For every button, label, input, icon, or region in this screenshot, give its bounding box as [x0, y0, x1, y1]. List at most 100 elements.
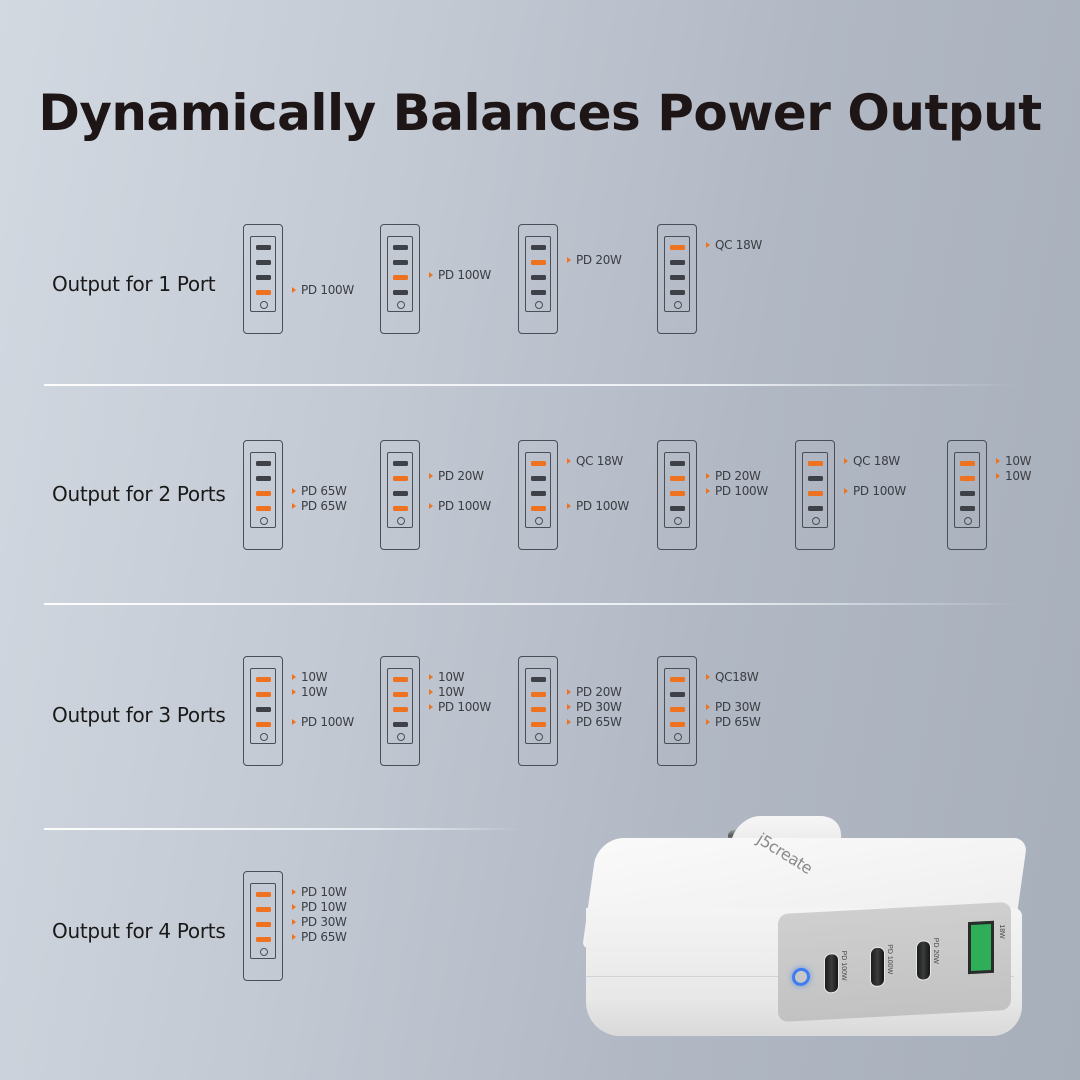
arrow-right-icon: [292, 503, 296, 509]
arrow-right-icon: [292, 719, 296, 725]
row-divider: [44, 384, 1020, 386]
active-port-icon: [808, 461, 823, 466]
arrow-right-icon: [429, 704, 433, 710]
port-output-value: PD 20W: [715, 469, 761, 483]
port-panel: [525, 668, 551, 744]
arrow-right-icon: [292, 904, 296, 910]
port-output-value: 10W: [438, 670, 465, 684]
active-port-icon: [256, 937, 271, 942]
port-output-value: 10W: [301, 685, 328, 699]
arrow-right-icon: [292, 287, 296, 293]
port-output-label: PD 65W: [706, 715, 761, 729]
led-indicator-icon: [535, 301, 543, 309]
row-divider: [44, 603, 1020, 605]
inactive-port-icon: [960, 506, 975, 511]
arrow-right-icon: [844, 458, 848, 464]
led-indicator-icon: [674, 733, 682, 741]
active-port-icon: [393, 692, 408, 697]
port-output-value: 10W: [1005, 454, 1032, 468]
port-output-value: PD 100W: [438, 700, 491, 714]
active-port-icon: [393, 275, 408, 280]
port-output-value: PD 65W: [576, 715, 622, 729]
port-label-2: PD 100W: [886, 944, 893, 975]
charger-port-diagram-icon: [243, 656, 283, 766]
port-output-label: 10W: [429, 685, 465, 699]
charger-port-diagram-icon: [947, 440, 987, 550]
port-panel: [250, 236, 276, 312]
arrow-right-icon: [706, 473, 710, 479]
active-port-icon: [670, 245, 685, 250]
arrow-right-icon: [429, 272, 433, 278]
arrow-right-icon: [706, 704, 710, 710]
port-panel: [525, 236, 551, 312]
led-indicator-icon: [674, 517, 682, 525]
active-port-icon: [531, 707, 546, 712]
inactive-port-icon: [960, 491, 975, 496]
usb-c-port-2: [870, 946, 885, 988]
port-output-label: QC 18W: [844, 454, 900, 468]
active-port-icon: [256, 907, 271, 912]
port-output-value: 10W: [438, 685, 465, 699]
charger-product-image: j5create PD 100W PD 100W PD 20W 18W: [578, 808, 1028, 1070]
active-port-icon: [531, 260, 546, 265]
led-indicator-icon: [397, 517, 405, 525]
port-output-label: PD 30W: [567, 700, 622, 714]
arrow-right-icon: [292, 919, 296, 925]
inactive-port-icon: [808, 476, 823, 481]
inactive-port-icon: [670, 290, 685, 295]
port-output-value: PD 100W: [715, 484, 768, 498]
active-port-icon: [393, 506, 408, 511]
arrow-right-icon: [706, 242, 710, 248]
active-port-icon: [960, 476, 975, 481]
usb-c-port-3: [916, 940, 931, 981]
inactive-port-icon: [256, 275, 271, 280]
arrow-right-icon: [292, 934, 296, 940]
active-port-icon: [531, 692, 546, 697]
arrow-right-icon: [429, 503, 433, 509]
led-indicator-icon: [260, 733, 268, 741]
port-output-label: PD 65W: [292, 484, 347, 498]
inactive-port-icon: [531, 677, 546, 682]
usb-c-port-1: [824, 952, 839, 994]
port-output-label: QC 18W: [706, 238, 762, 252]
row-divider: [44, 828, 520, 830]
port-output-label: PD 30W: [706, 700, 761, 714]
arrow-right-icon: [429, 674, 433, 680]
charger-port-diagram-icon: [243, 871, 283, 981]
port-output-value: 10W: [301, 670, 328, 684]
active-port-icon: [531, 461, 546, 466]
port-panel: [802, 452, 828, 528]
port-panel: [250, 452, 276, 528]
port-output-label: PD 100W: [844, 484, 906, 498]
active-port-icon: [256, 922, 271, 927]
charger-port-diagram-icon: [243, 440, 283, 550]
port-output-value: PD 100W: [301, 283, 354, 297]
port-output-label: PD 65W: [292, 930, 347, 944]
led-indicator-icon: [964, 517, 972, 525]
power-led-ring-icon: [792, 967, 810, 987]
port-output-value: 10W: [1005, 469, 1032, 483]
port-output-label: PD 100W: [567, 499, 629, 513]
led-indicator-icon: [397, 733, 405, 741]
port-output-value: PD 100W: [438, 499, 491, 513]
port-panel: [387, 236, 413, 312]
port-output-label: 10W: [996, 454, 1032, 468]
active-port-icon: [256, 722, 271, 727]
arrow-right-icon: [844, 488, 848, 494]
inactive-port-icon: [393, 290, 408, 295]
inactive-port-icon: [256, 707, 271, 712]
inactive-port-icon: [256, 476, 271, 481]
led-indicator-icon: [535, 517, 543, 525]
active-port-icon: [256, 290, 271, 295]
active-port-icon: [670, 707, 685, 712]
port-output-label: PD 100W: [292, 283, 354, 297]
port-output-label: 10W: [429, 670, 465, 684]
led-indicator-icon: [812, 517, 820, 525]
active-port-icon: [808, 491, 823, 496]
charger-port-diagram-icon: [518, 656, 558, 766]
port-output-label: PD 100W: [429, 700, 491, 714]
port-output-label: PD 20W: [567, 685, 622, 699]
port-output-label: 10W: [292, 685, 328, 699]
inactive-port-icon: [531, 275, 546, 280]
port-output-label: PD 100W: [429, 268, 491, 282]
